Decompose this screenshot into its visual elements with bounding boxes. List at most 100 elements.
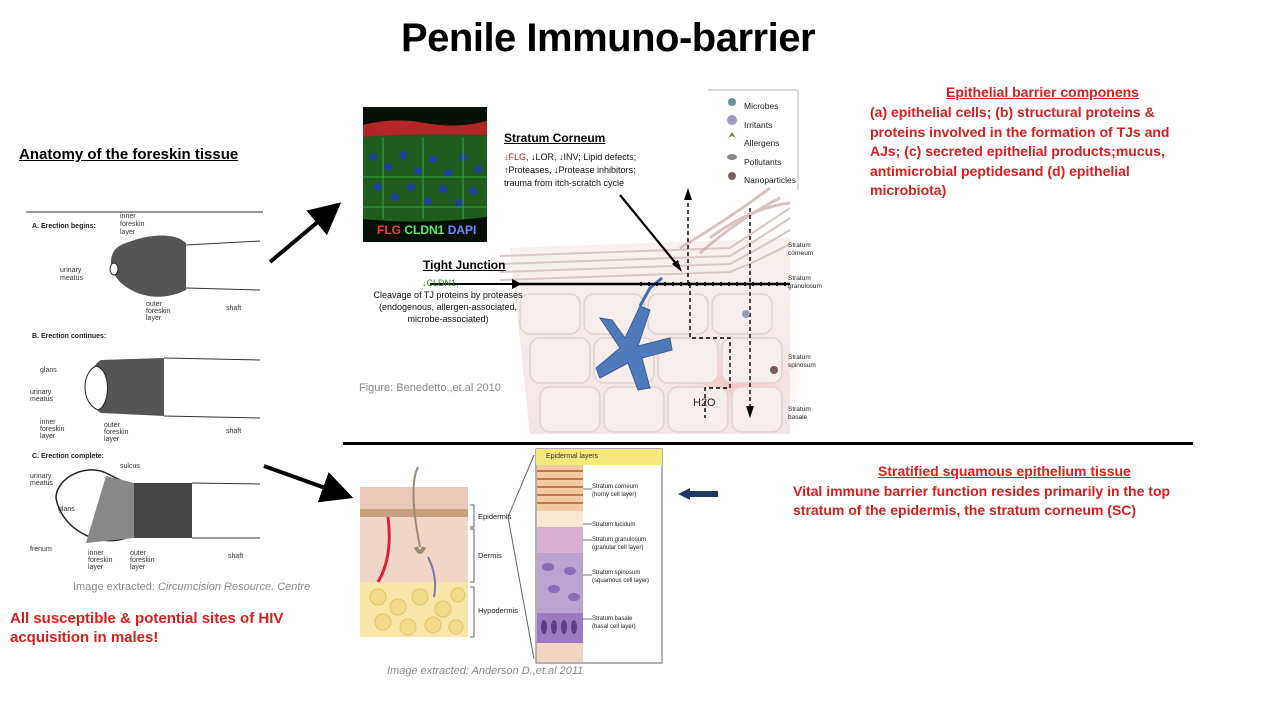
anatomy-heading: Anatomy of the foreskin tissue	[19, 146, 239, 163]
layer-granulosum-name: Stratum granulosum	[592, 537, 647, 543]
foreign-particle-legend: Microbes Irritants Allergens Pollutants …	[744, 97, 796, 190]
stage-a-label: A. Erection begins:	[32, 223, 96, 230]
layer-label-spinosum: Stratum spinosum	[788, 354, 816, 369]
arrow-to-skin-diagram	[263, 464, 354, 503]
water-label: H2O	[693, 397, 716, 409]
flg-cldn1-micrograph: FLG CLDN1 DAPI	[363, 107, 487, 242]
micrograph-label-flg: FLG	[377, 223, 401, 237]
barrier-figure-caption: Figure: Benedetto.,et.al 2010	[359, 382, 501, 394]
svg-text:outer: outer	[146, 301, 163, 308]
tj-note-line-3: (endogenous, allergen-associated,	[378, 302, 518, 312]
components-line-5: microbiota)	[870, 182, 947, 198]
epithelium-line-2: stratum of the epidermis, the stratum co…	[793, 502, 1137, 518]
epidermal-layer-granulosum: Stratum granulosum (granular cell layer)	[592, 536, 646, 552]
components-line-2: proteins involved in the formation of TJ…	[870, 123, 1170, 140]
epithelium-line-1: Vital immune barrier function resides pr…	[793, 483, 1171, 499]
stratum-corneum-notes: ↓FLG, ↓LOR, ↓INV; Lipid defects; ↑Protea…	[504, 151, 636, 190]
micrograph-label-cldn1: CLDN1	[404, 223, 445, 237]
svg-text:inner: inner	[120, 213, 136, 220]
epithelium-heading: Stratified squamous epithelium tissue	[878, 463, 1131, 479]
svg-text:foreskin: foreskin	[146, 308, 171, 315]
svg-text:shaft: shaft	[226, 428, 241, 435]
svg-text:foreskin: foreskin	[88, 557, 113, 564]
svg-text:frenum: frenum	[30, 546, 52, 553]
svg-text:glans: glans	[58, 506, 75, 513]
skin-figure-caption: Image extracted: Anderson D.,et.al 2011	[387, 665, 584, 677]
svg-text:urinary: urinary	[60, 267, 82, 274]
layer-label-corneum: Stratum corneum	[788, 242, 814, 257]
arrow-to-micrograph	[268, 202, 342, 264]
svg-text:layer: layer	[88, 564, 104, 571]
layer-label-basale: Stratum basale	[788, 406, 811, 421]
svg-text:layer: layer	[120, 229, 136, 236]
epithelium-description: Vital immune barrier function resides pr…	[793, 482, 1170, 520]
stage-b-label: B. Erection continues:	[32, 333, 106, 340]
tj-note-line-4: microbe-associated)	[407, 314, 489, 324]
layer-basale-sub: (basal cell layer)	[592, 624, 636, 630]
micrograph-legend: FLG CLDN1 DAPI	[377, 223, 476, 237]
region-epidermis: Epidermis	[478, 512, 512, 521]
layer-corneum-sub: (horny cell layer)	[592, 492, 637, 498]
micrograph-label-dapi: DAPI	[447, 223, 477, 237]
svg-text:urinary: urinary	[30, 389, 52, 396]
sc-note-line-2: ↑Proteases, ↓Protease inhibitors;	[504, 165, 636, 175]
legend-microbes: Microbes	[744, 101, 779, 111]
stratum-corneum-title: Stratum Corneum	[504, 131, 606, 145]
svg-text:layer: layer	[146, 315, 162, 322]
svg-text:foreskin: foreskin	[40, 426, 65, 433]
epithelial-barrier-figure: Stratum Corneum ↓FLG, ↓LOR, ↓INV; Lipid …	[350, 88, 822, 434]
epidermal-layers-title: Epidermal layers	[546, 453, 599, 460]
svg-text:layer: layer	[40, 433, 56, 440]
svg-text:outer: outer	[104, 422, 121, 429]
tj-note-line-2: Cleavage of TJ proteins by proteases	[373, 290, 523, 300]
navy-pointer-arrow-icon	[678, 488, 718, 500]
layer-basale-name: Stratum basale	[592, 616, 633, 622]
svg-text:layer: layer	[130, 564, 146, 571]
legend-allergens: Allergens	[744, 138, 780, 148]
section-divider	[343, 442, 1193, 445]
svg-text:meatus: meatus	[60, 275, 83, 282]
svg-text:shaft: shaft	[228, 553, 243, 560]
anatomy-caption-prefix: Image extracted:	[73, 581, 155, 593]
region-hypodermis: Hypodermis	[478, 606, 519, 615]
region-dermis: Dermis	[478, 551, 502, 560]
svg-text:foreskin: foreskin	[120, 221, 145, 228]
sc-note-line-1: ↓FLG, ↓LOR, ↓INV; Lipid defects;	[504, 151, 636, 164]
stage-c-label: C. Erection complete:	[32, 453, 104, 460]
svg-text:inner: inner	[40, 419, 56, 426]
layer-spinosum-name: Stratum spinosum	[592, 570, 641, 576]
layer-label-granulosum: Stratum granulosum	[788, 275, 822, 290]
layer-spinosum-sub: (squamous cell layer)	[592, 578, 650, 584]
epithelial-components-list: (a) epithelial cells; (b) structural pro…	[870, 103, 1169, 201]
svg-text:inner: inner	[88, 550, 104, 557]
sc-note-rest: , ↓LOR, ↓INV; Lipid defects;	[526, 152, 637, 162]
connector-arrows	[263, 202, 354, 503]
tight-junction-title: Tight Junction	[423, 258, 506, 272]
svg-text:meatus: meatus	[30, 480, 53, 487]
svg-text:glans: glans	[40, 367, 57, 374]
layer-granulosum-sub: (granular cell layer)	[592, 545, 644, 551]
epidermal-layer-spinosum: Stratum spinosum (squamous cell layer)	[592, 569, 649, 585]
components-line-1: (a) epithelial cells; (b) structural pro…	[870, 104, 1155, 120]
hiv-note-line-2: acquisition in males!	[10, 629, 159, 646]
svg-text:shaft: shaft	[226, 305, 241, 312]
epidermal-layer-lucidum: Stratum lucidum	[592, 522, 636, 528]
anatomy-caption-source: Circumcision Resource. Centre	[158, 581, 311, 593]
legend-irritants: Irritants	[744, 119, 773, 130]
tight-junction-notes: ↓CLDN1, Cleavage of TJ proteins by prote…	[368, 277, 528, 325]
components-line-3: AJs; (c) secreted epithelial products;mu…	[870, 143, 1165, 159]
svg-text:foreskin: foreskin	[104, 429, 129, 436]
epithelial-components-heading: Epithelial barrier componens	[946, 84, 1139, 100]
svg-text:outer: outer	[130, 550, 147, 557]
components-line-4: antimicrobial peptidesand (d) epithelial	[870, 162, 1130, 179]
sc-note-line-3: trauma from itch-scratch cycle	[504, 178, 625, 188]
epidermal-layer-corneum: Stratum corneum (horny cell layer)	[592, 483, 638, 499]
tj-note-line-1: ↓CLDN1,	[422, 278, 459, 288]
svg-text:foreskin: foreskin	[130, 557, 155, 564]
skin-layers-figure: Epidermal layers Epidermis Dermis Hypode…	[358, 447, 664, 665]
sc-flg-marker: ↓FLG	[504, 152, 527, 162]
svg-text:sulcus: sulcus	[120, 463, 140, 470]
hiv-susceptibility-note: All susceptible & potential sites of HIV…	[10, 609, 283, 647]
hiv-note-line-1: All susceptible & potential sites of HIV	[10, 610, 284, 627]
